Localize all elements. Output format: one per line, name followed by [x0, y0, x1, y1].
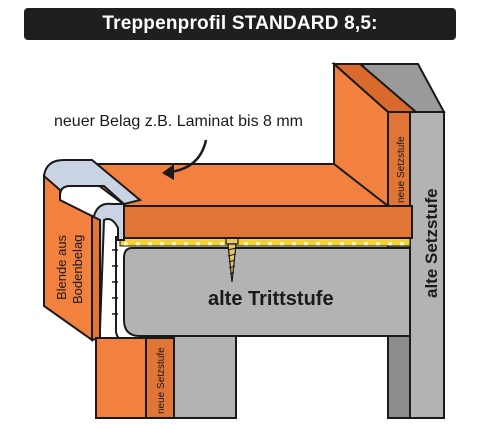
old-tread-label: alte Trittstufe: [208, 288, 334, 310]
old-riser-lower: [173, 335, 237, 419]
new-covering: [67, 163, 413, 239]
diagram-title: Treppenprofil STANDARD 8,5:: [102, 13, 378, 34]
new-riser-upper-label: neue Setzstufe: [396, 136, 407, 203]
cover-strip-label-line2: Bodenbelag: [70, 235, 85, 304]
title-bar: Treppenprofil STANDARD 8,5:: [24, 8, 456, 40]
new-riser-lower-label: neue Setzstufe: [156, 347, 167, 414]
front-cover-strip: [43, 173, 101, 342]
cover-strip-label-line1: Blende aus: [54, 234, 69, 300]
new-riser-lower: [95, 337, 175, 419]
old-tread: [123, 247, 411, 337]
annotation-arrow: [162, 139, 208, 180]
new-covering-label: neuer Belag z.B. Laminat bis 8 mm: [54, 113, 303, 130]
old-riser-label: alte Setzstufe: [422, 188, 441, 298]
screw-icon: [225, 235, 239, 283]
